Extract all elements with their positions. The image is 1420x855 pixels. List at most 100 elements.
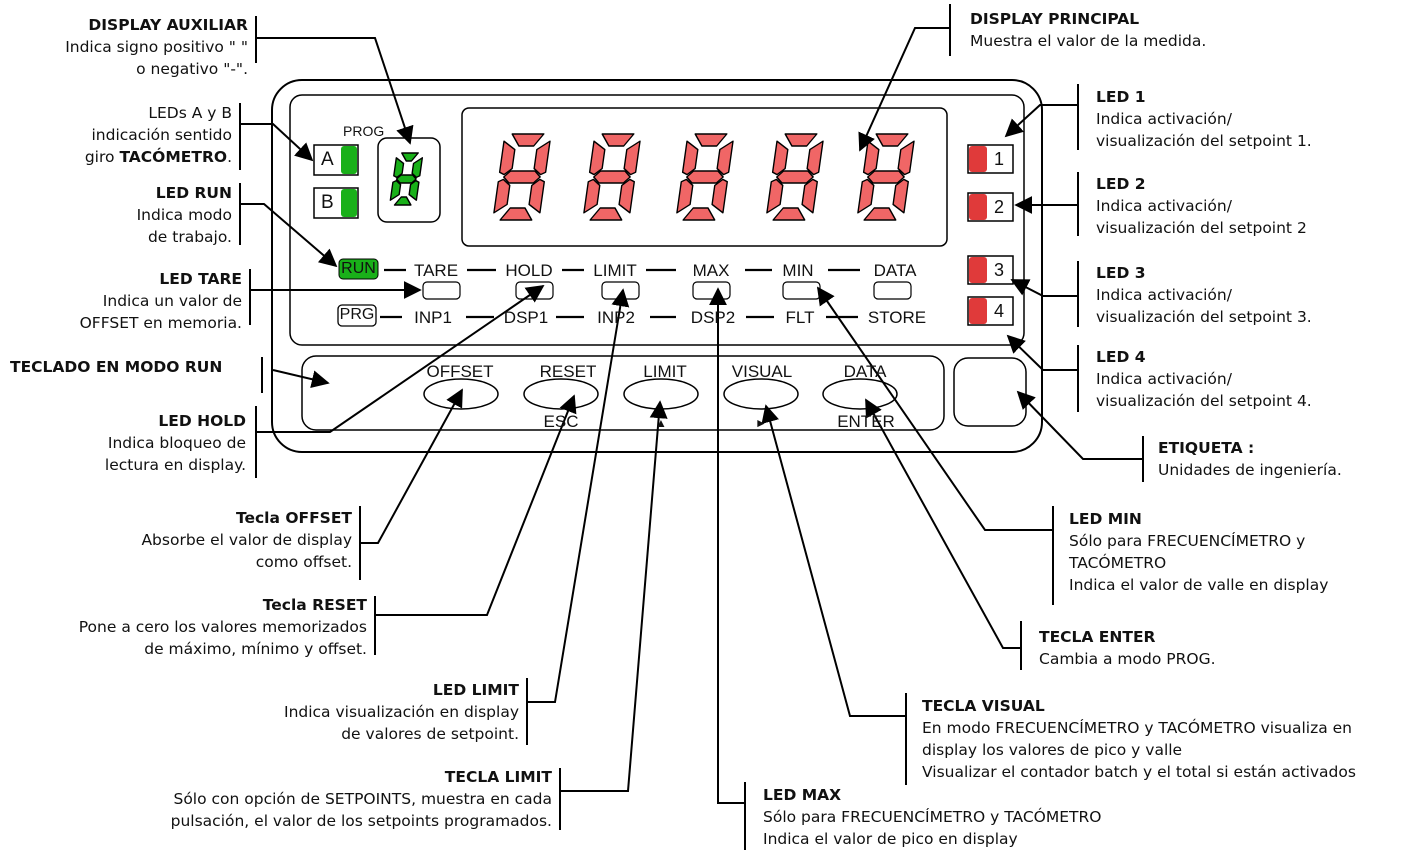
- key-data-label: DATA: [843, 362, 887, 381]
- label-flt: FLT: [785, 308, 815, 327]
- main-digit: [676, 133, 734, 221]
- callout-title: LED TARE: [159, 270, 242, 288]
- led-tare: [422, 281, 461, 300]
- callout-title: TECLADO EN MODO RUN: [10, 358, 223, 376]
- label-window: [953, 357, 1027, 427]
- callout-line: Indica el valor de pico en display: [763, 830, 1018, 848]
- callout-line: Visualizar el contador batch y el total …: [922, 763, 1356, 781]
- digit-segment-f: [771, 140, 789, 176]
- callout-line: LEDs A y B: [148, 104, 232, 122]
- limit-key[interactable]: [623, 378, 699, 410]
- callout-line-mixed: giro TACÓMETRO.: [0, 146, 232, 168]
- label-hold: HOLD: [505, 261, 553, 280]
- digit-segment-c: [408, 179, 420, 201]
- keypad-area: [301, 355, 945, 431]
- setpoint-led-1: [967, 144, 1014, 174]
- visual-key[interactable]: [723, 378, 799, 410]
- callout-title: LED MAX: [763, 786, 842, 804]
- main-digit: [493, 133, 551, 221]
- callout-title: Tecla RESET: [262, 596, 367, 614]
- callout-title: TECLA LIMIT: [444, 768, 552, 786]
- callout-line: indicación sentido: [91, 126, 233, 144]
- run-led: [338, 258, 379, 280]
- callout-line: o negativo "-".: [136, 60, 248, 78]
- callout-title: LED 2: [1096, 175, 1146, 193]
- callout-line: visualización del setpoint 2: [1096, 219, 1307, 237]
- setpoint-led-2: [967, 192, 1014, 222]
- digit-segment-b: [716, 140, 734, 176]
- digit-segment-c: [892, 178, 909, 214]
- digit-segment-a: [694, 133, 728, 147]
- reset-key[interactable]: [523, 378, 599, 410]
- digit-segment-a: [511, 133, 545, 147]
- callout-tecla-offset: Tecla OFFSET Absorbe el valor de display…: [0, 507, 352, 573]
- aux-digit: [389, 152, 424, 206]
- setpoint-led-4: [967, 296, 1014, 326]
- setpoint-2-label: 2: [994, 197, 1005, 217]
- led-a-label: A: [321, 149, 334, 170]
- digit-segment-d: [772, 207, 806, 221]
- setpoint-4-label: 4: [994, 301, 1005, 321]
- digit-segment-e: [676, 178, 694, 214]
- main-display-frame: [461, 107, 948, 247]
- digit-segment-b: [533, 140, 551, 176]
- callout-title: LED 3: [1096, 264, 1146, 282]
- callout-title: LED 1: [1096, 88, 1146, 106]
- callout-line: Indica modo: [136, 206, 232, 224]
- callout-title: LED 4: [1096, 348, 1146, 366]
- callout-tecla-visual: TECLA VISUAL En modo FRECUENCÍMETRO y TA…: [922, 695, 1356, 783]
- label-inp2: INP2: [597, 308, 635, 327]
- digit-segment-g: [776, 170, 814, 184]
- key-right-arrow: ►: [755, 416, 767, 430]
- label-limit: LIMIT: [593, 261, 637, 280]
- setpoint-3-label: 3: [994, 260, 1005, 280]
- callout-line: Absorbe el valor de display: [141, 531, 352, 549]
- led-hold: [515, 281, 554, 300]
- callout-led-tare: LED TARE Indica un valor de OFFSET en me…: [0, 268, 242, 334]
- data-key[interactable]: [822, 378, 898, 410]
- digit-segment-a: [601, 133, 635, 147]
- key-limit-label: LIMIT: [643, 362, 687, 381]
- callout-led3: LED 3 Indica activación/ visualización d…: [1096, 262, 1312, 328]
- digit-segment-d: [393, 196, 412, 206]
- prg-led-box: [337, 304, 377, 327]
- key-enter-label: ENTER: [837, 412, 895, 431]
- led-data: [873, 281, 912, 300]
- digit-segment-d: [863, 207, 897, 221]
- callout-line-end: .: [227, 148, 232, 166]
- digit-segment-b: [806, 140, 824, 176]
- callout-title: TECLA ENTER: [1039, 628, 1156, 646]
- setpoint-led-3: [967, 255, 1014, 285]
- digit-segment-g: [686, 170, 724, 184]
- callout-title: Tecla OFFSET: [235, 509, 352, 527]
- callout-line: de valores de setpoint.: [341, 725, 519, 743]
- callout-line: TACÓMETRO: [1069, 554, 1167, 572]
- digit-segment-g: [395, 174, 417, 184]
- offset-key[interactable]: [423, 378, 499, 410]
- prog-label: PROG: [343, 123, 385, 139]
- callout-line: Sólo con opción de SETPOINTS, muestra en…: [173, 790, 552, 808]
- callout-title: LED MIN: [1069, 510, 1142, 528]
- callout-bold: TACÓMETRO: [119, 148, 228, 166]
- callout-line: Pone a cero los valores memorizados: [78, 618, 367, 636]
- digit-segment-e: [493, 178, 511, 214]
- callout-title: DISPLAY AUXILIAR: [88, 16, 248, 34]
- callout-line-start: giro: [84, 148, 120, 166]
- callout-line: Indica un valor de: [102, 292, 242, 310]
- key-up-arrow: ▲: [655, 416, 667, 430]
- main-digit: [583, 133, 641, 221]
- digit-segment-f: [393, 157, 405, 179]
- led-min: [782, 281, 821, 300]
- digit-segment-g: [593, 170, 631, 184]
- label-store: STORE: [867, 308, 927, 327]
- led-max: [692, 281, 731, 300]
- callout-line: En modo FRECUENCÍMETRO y TACÓMETRO visua…: [922, 719, 1352, 737]
- callout-line: de máximo, mínimo y offset.: [144, 640, 367, 658]
- run-label: RUN: [341, 260, 376, 277]
- led-a-light: [341, 146, 357, 174]
- instrument-front-panel: [289, 94, 1025, 346]
- callout-title: DISPLAY PRINCIPAL: [970, 10, 1140, 28]
- digit-segment-g: [503, 170, 541, 184]
- instrument-bezel: [271, 79, 1043, 453]
